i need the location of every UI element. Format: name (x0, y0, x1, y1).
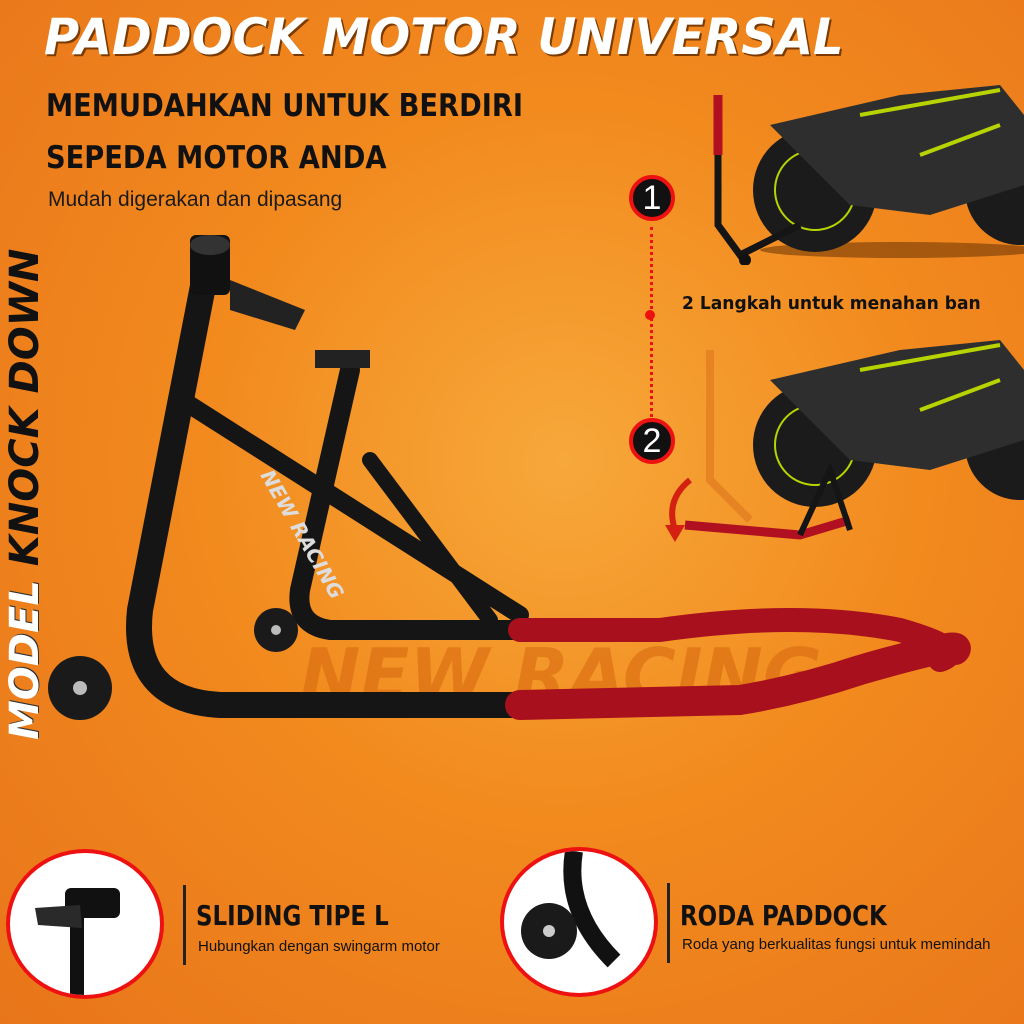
motorcycle-step-2-image (665, 340, 1024, 542)
page-title: PADDOCK MOTOR UNIVERSAL (44, 8, 844, 66)
feature-description: Hubungkan dengan swingarm motor (198, 938, 440, 955)
step-1-badge: 1 (629, 175, 675, 221)
step-connector (650, 227, 653, 417)
headline-line-1: MEMUDAHKAN UNTUK BERDIRI (46, 88, 524, 124)
feature-description: Roda yang berkualitas fungsi untuk memin… (682, 936, 991, 953)
wheel-detail-image (500, 847, 658, 997)
subtitle: Mudah digerakan dan dipasang (48, 188, 343, 211)
step-2-badge: 2 (629, 418, 675, 464)
feature-title: RODA PADDOCK (680, 899, 887, 932)
paddock-stand-image: NEW RACING NEW RACING (48, 235, 971, 720)
steps-note: 2 Langkah untuk menahan ban (682, 293, 981, 314)
connector-dot (645, 310, 655, 320)
feature-title: SLIDING TIPE L (196, 899, 389, 932)
headline-line-2: SEPEDA MOTOR ANDA (46, 140, 387, 176)
sliding-detail-image (6, 849, 164, 999)
divider (667, 883, 670, 963)
motorcycle-step-1-image (713, 85, 1024, 265)
divider (183, 885, 186, 965)
